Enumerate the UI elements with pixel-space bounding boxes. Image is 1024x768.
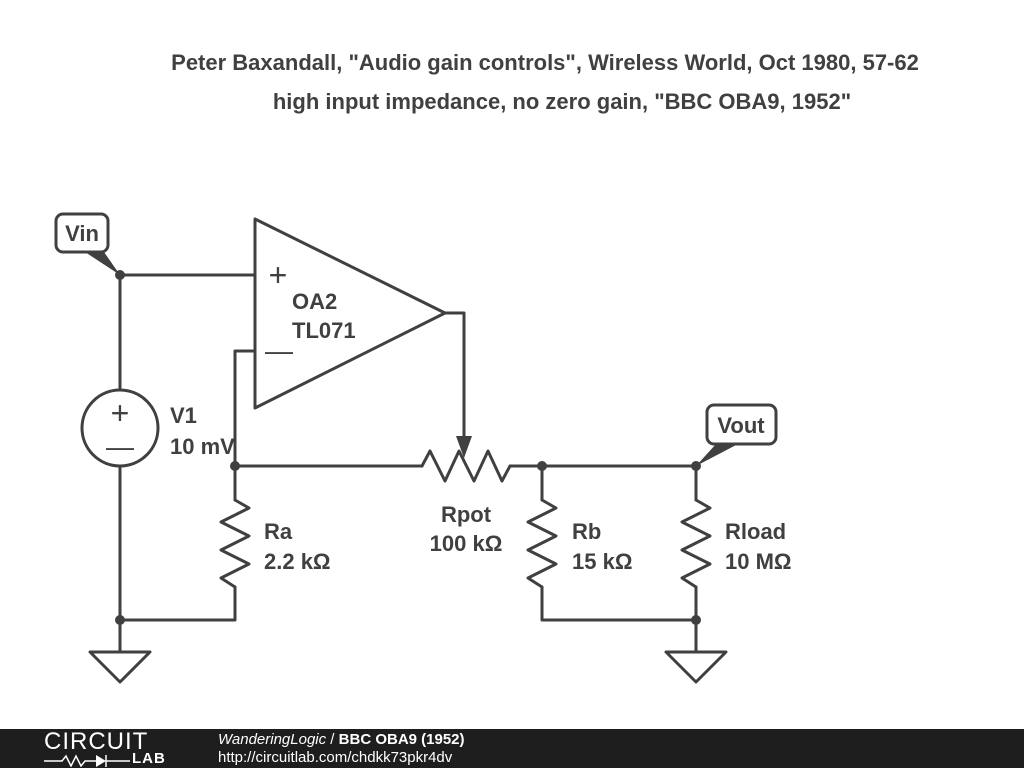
footer-attribution: WanderingLogic / BBC OBA9 (1952) <box>218 731 465 748</box>
opamp-minus-sign: — <box>265 335 293 366</box>
opamp-part-label: TL071 <box>292 318 356 343</box>
opamp-name-label: OA2 <box>292 289 337 314</box>
opamp-plus-sign: + <box>269 257 288 293</box>
schematic: Peter Baxandall, "Audio gain controls", … <box>54 50 919 684</box>
title-line-1: Peter Baxandall, "Audio gain controls", … <box>171 50 919 75</box>
source-value-label: 10 mV <box>170 434 235 459</box>
resistor-ra[interactable]: Ra 2.2 kΩ <box>219 498 331 589</box>
junction-dot <box>115 615 125 625</box>
resistor-rload[interactable]: Rload 10 MΩ <box>680 498 792 589</box>
ground-symbol-right[interactable] <box>664 650 728 684</box>
ground-symbol-left[interactable] <box>88 650 152 684</box>
rload-name-label: Rload <box>725 519 786 544</box>
circuitlab-logo-waveform-icon <box>44 754 130 767</box>
source-name-label: V1 <box>170 403 197 428</box>
circuitlab-logo-lab: LAB <box>132 750 166 767</box>
junction-dot <box>691 615 701 625</box>
wiper-arrow-icon <box>456 436 472 458</box>
circuitlab-logo-text[interactable]: CIRCUIT <box>44 728 149 755</box>
circuit-title[interactable]: BBC OBA9 (1952) <box>338 731 465 748</box>
title-line-2: high input impedance, no zero gain, "BBC… <box>273 89 851 114</box>
source-minus-sign: — <box>106 431 134 462</box>
vout-node-tag[interactable]: Vout <box>696 403 778 466</box>
author-link[interactable]: WanderingLogic <box>218 731 327 748</box>
attribution-separator: / <box>326 731 339 748</box>
resistor-rb[interactable]: Rb 15 kΩ <box>526 498 632 589</box>
circuit-url-link[interactable]: http://circuitlab.com/chdkk73pkr4dv <box>218 749 453 766</box>
rb-value-label: 15 kΩ <box>572 549 632 574</box>
voltage-source-v1[interactable]: + — V1 10 mV <box>80 388 235 468</box>
source-plus-sign: + <box>111 395 130 431</box>
ra-value-label: 2.2 kΩ <box>264 549 331 574</box>
potentiometer-rpot[interactable]: Rpot 100 kΩ <box>420 436 512 556</box>
vout-tag-label: Vout <box>717 413 765 438</box>
vin-node-tag[interactable]: Vin <box>54 212 120 275</box>
rb-name-label: Rb <box>572 519 601 544</box>
opamp-oa2[interactable]: + — OA2 TL071 <box>253 217 447 410</box>
rload-value-label: 10 MΩ <box>725 549 792 574</box>
footer-bar: CIRCUIT LAB WanderingLogic / BBC OBA9 (1… <box>0 729 1024 768</box>
junction-dot <box>230 461 240 471</box>
rpot-value-label: 100 kΩ <box>430 531 503 556</box>
junction-dot <box>537 461 547 471</box>
ra-name-label: Ra <box>264 519 293 544</box>
rpot-name-label: Rpot <box>441 502 492 527</box>
vin-tag-label: Vin <box>65 221 99 246</box>
